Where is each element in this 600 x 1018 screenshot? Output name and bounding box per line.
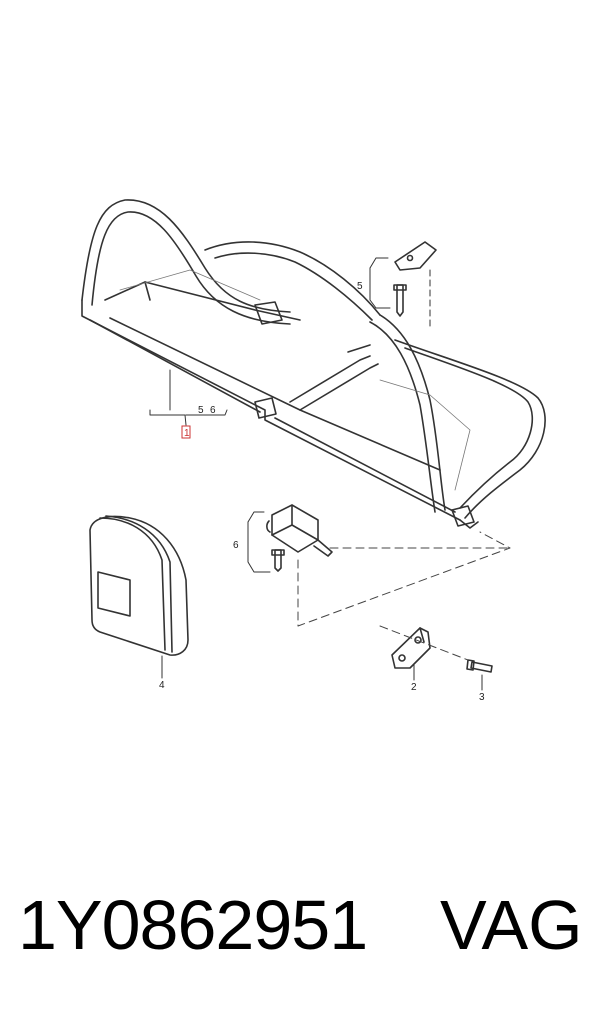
mounting-plate-2: [391, 627, 431, 669]
wind-deflector-frame: [81, 199, 546, 529]
callouts: 5 6 1 5 6 4 2 3: [159, 281, 485, 703]
storage-bag-4: [89, 515, 189, 656]
callout-1: 1: [184, 428, 190, 439]
callout-6-side: 6: [233, 540, 239, 551]
leader-lines: [149, 257, 483, 691]
part-number: 1Y0862951: [18, 886, 368, 964]
callout-6-main: 6: [210, 405, 216, 416]
bracket-5: [393, 241, 437, 331]
assembly-lines: [297, 531, 511, 661]
bolt-3: [466, 659, 493, 673]
callout-3: 3: [479, 692, 485, 703]
callout-2: 2: [411, 682, 417, 693]
brand-name: VAG: [440, 886, 583, 964]
callout-5-main: 5: [198, 405, 204, 416]
parts-diagram: 5 6 1 5 6 4 2 3: [81, 199, 546, 703]
callout-4: 4: [159, 680, 165, 691]
callout-5-side: 5: [357, 281, 363, 292]
bracket-6: [266, 504, 333, 572]
